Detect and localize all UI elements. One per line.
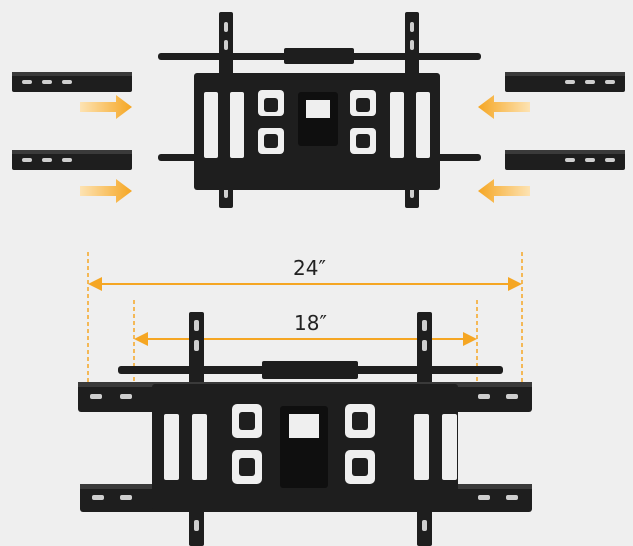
bottom-frame-inner-links <box>239 412 368 476</box>
dimension-24-label: 24″ <box>293 256 326 280</box>
left-arrow-icon <box>478 179 530 203</box>
left-arrow-icon <box>478 95 530 119</box>
left-lower-extension-arm <box>12 150 132 170</box>
top-mount-assembly <box>158 12 481 208</box>
bottom-mount-assembly <box>78 312 532 546</box>
bottom-upper-clamp <box>262 361 358 379</box>
dimension-24-inch <box>87 252 523 392</box>
bottom-post-slots <box>194 320 427 531</box>
right-arrow-icon <box>80 95 132 119</box>
right-upper-extension-arm <box>505 72 625 92</box>
left-upper-extension-arm <box>12 72 132 92</box>
dimension-18-label: 18″ <box>294 311 327 335</box>
right-lower-extension-arm <box>505 150 625 170</box>
top-upper-clamp <box>284 48 354 64</box>
top-frame-inner-links <box>264 98 370 148</box>
top-center-hub-window <box>306 100 330 118</box>
right-arrow-icon <box>80 179 132 203</box>
bottom-lower-arm-slots <box>92 495 518 500</box>
bottom-upper-arm-slots <box>90 394 518 399</box>
bottom-center-hub-window <box>289 414 319 438</box>
